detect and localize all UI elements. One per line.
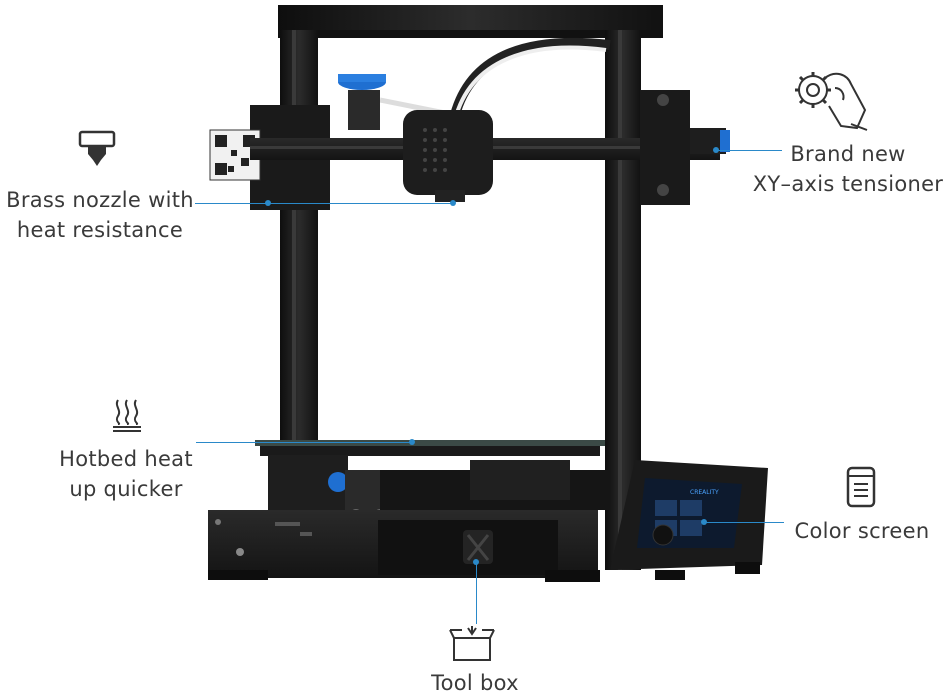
toolbox-callout-dot xyxy=(473,559,479,565)
hotbed-label-line2: up quicker xyxy=(69,477,183,501)
nozzle-label: Brass nozzle with heat resistance xyxy=(4,185,196,245)
screen-label: Color screen xyxy=(788,516,936,546)
tensioner-callout-dot xyxy=(713,147,719,153)
hotbed-callout-dot xyxy=(409,439,415,445)
nozzle-label-line1: Brass nozzle with xyxy=(6,188,194,212)
nozzle-callout-dot xyxy=(450,200,456,206)
nozzle-callout-line xyxy=(195,203,453,204)
tensioner-label: Brand new XY–axis tensioner xyxy=(740,139,948,199)
screen-label-line1: Color screen xyxy=(794,519,930,543)
tensioner-label-line2: XY–axis tensioner xyxy=(752,172,944,196)
toolbox-label-line1: Tool box xyxy=(431,671,519,695)
nozzle-icon xyxy=(78,130,116,166)
hotbed-label: Hotbed heat up quicker xyxy=(46,444,206,504)
screen-icon xyxy=(846,466,876,508)
hotbed-callout-line xyxy=(196,442,414,443)
screen-callout-line xyxy=(704,522,784,523)
screen-callout-dot xyxy=(701,519,707,525)
box-icon xyxy=(449,626,495,661)
hand-gear-icon xyxy=(795,72,868,131)
hotbed-label-line1: Hotbed heat xyxy=(59,447,193,471)
toolbox-callout-line xyxy=(476,562,477,624)
nozzle-label-line2: heat resistance xyxy=(16,218,184,242)
tensioner-label-line1: Brand new xyxy=(790,142,906,166)
screen-brand-text: CREALITY xyxy=(690,489,719,496)
tensioner-callout-line xyxy=(716,150,782,151)
heat-waves-icon xyxy=(113,399,141,432)
nozzle-callout-dot-2 xyxy=(265,200,271,206)
toolbox-label: Tool box xyxy=(400,668,550,698)
